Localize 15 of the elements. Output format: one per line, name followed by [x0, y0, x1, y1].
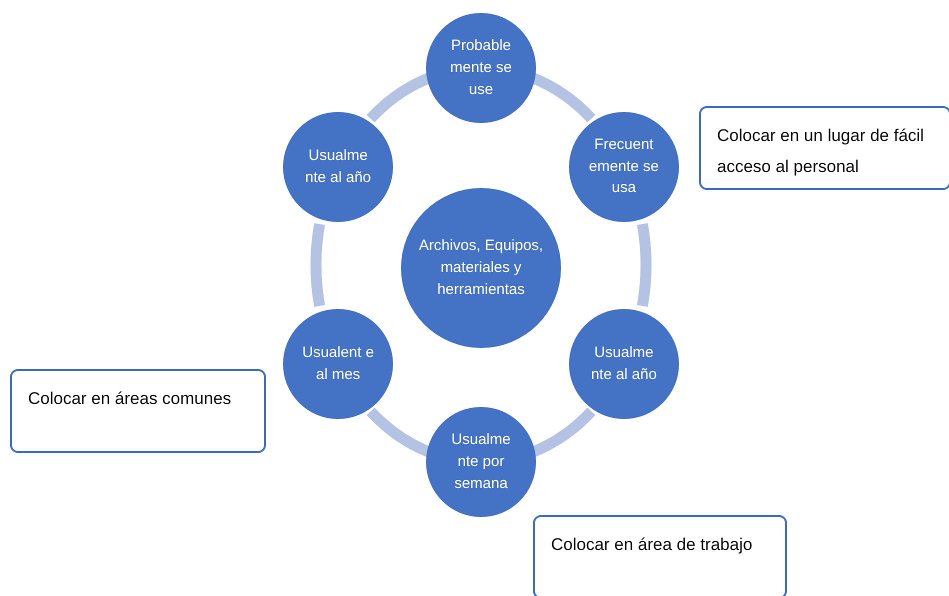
node-label: Probable mente se use: [449, 36, 513, 100]
note-box: [10, 369, 266, 453]
node-label: Usualme nte al año: [304, 146, 372, 188]
node-label: Usualent e al mes: [301, 342, 375, 384]
ring-connector: [636, 223, 652, 307]
note-text: Colocar en área de trabajo: [551, 534, 754, 556]
note-text: Colocar en áreas comunes: [28, 388, 232, 410]
ring-connector: [310, 223, 326, 307]
note-text: Colocar en un lugar de fácil acceso al personal: [717, 125, 925, 178]
note-box: [533, 515, 787, 596]
node-label: Usualme nte por semana: [450, 430, 512, 494]
node-label: Archivos, Equipos, materiales y herramientas: [418, 236, 544, 300]
note-box: [699, 106, 949, 190]
node-label: Usualme nte al año: [590, 342, 658, 384]
node-label: Frecuent emente se usa: [588, 134, 660, 198]
